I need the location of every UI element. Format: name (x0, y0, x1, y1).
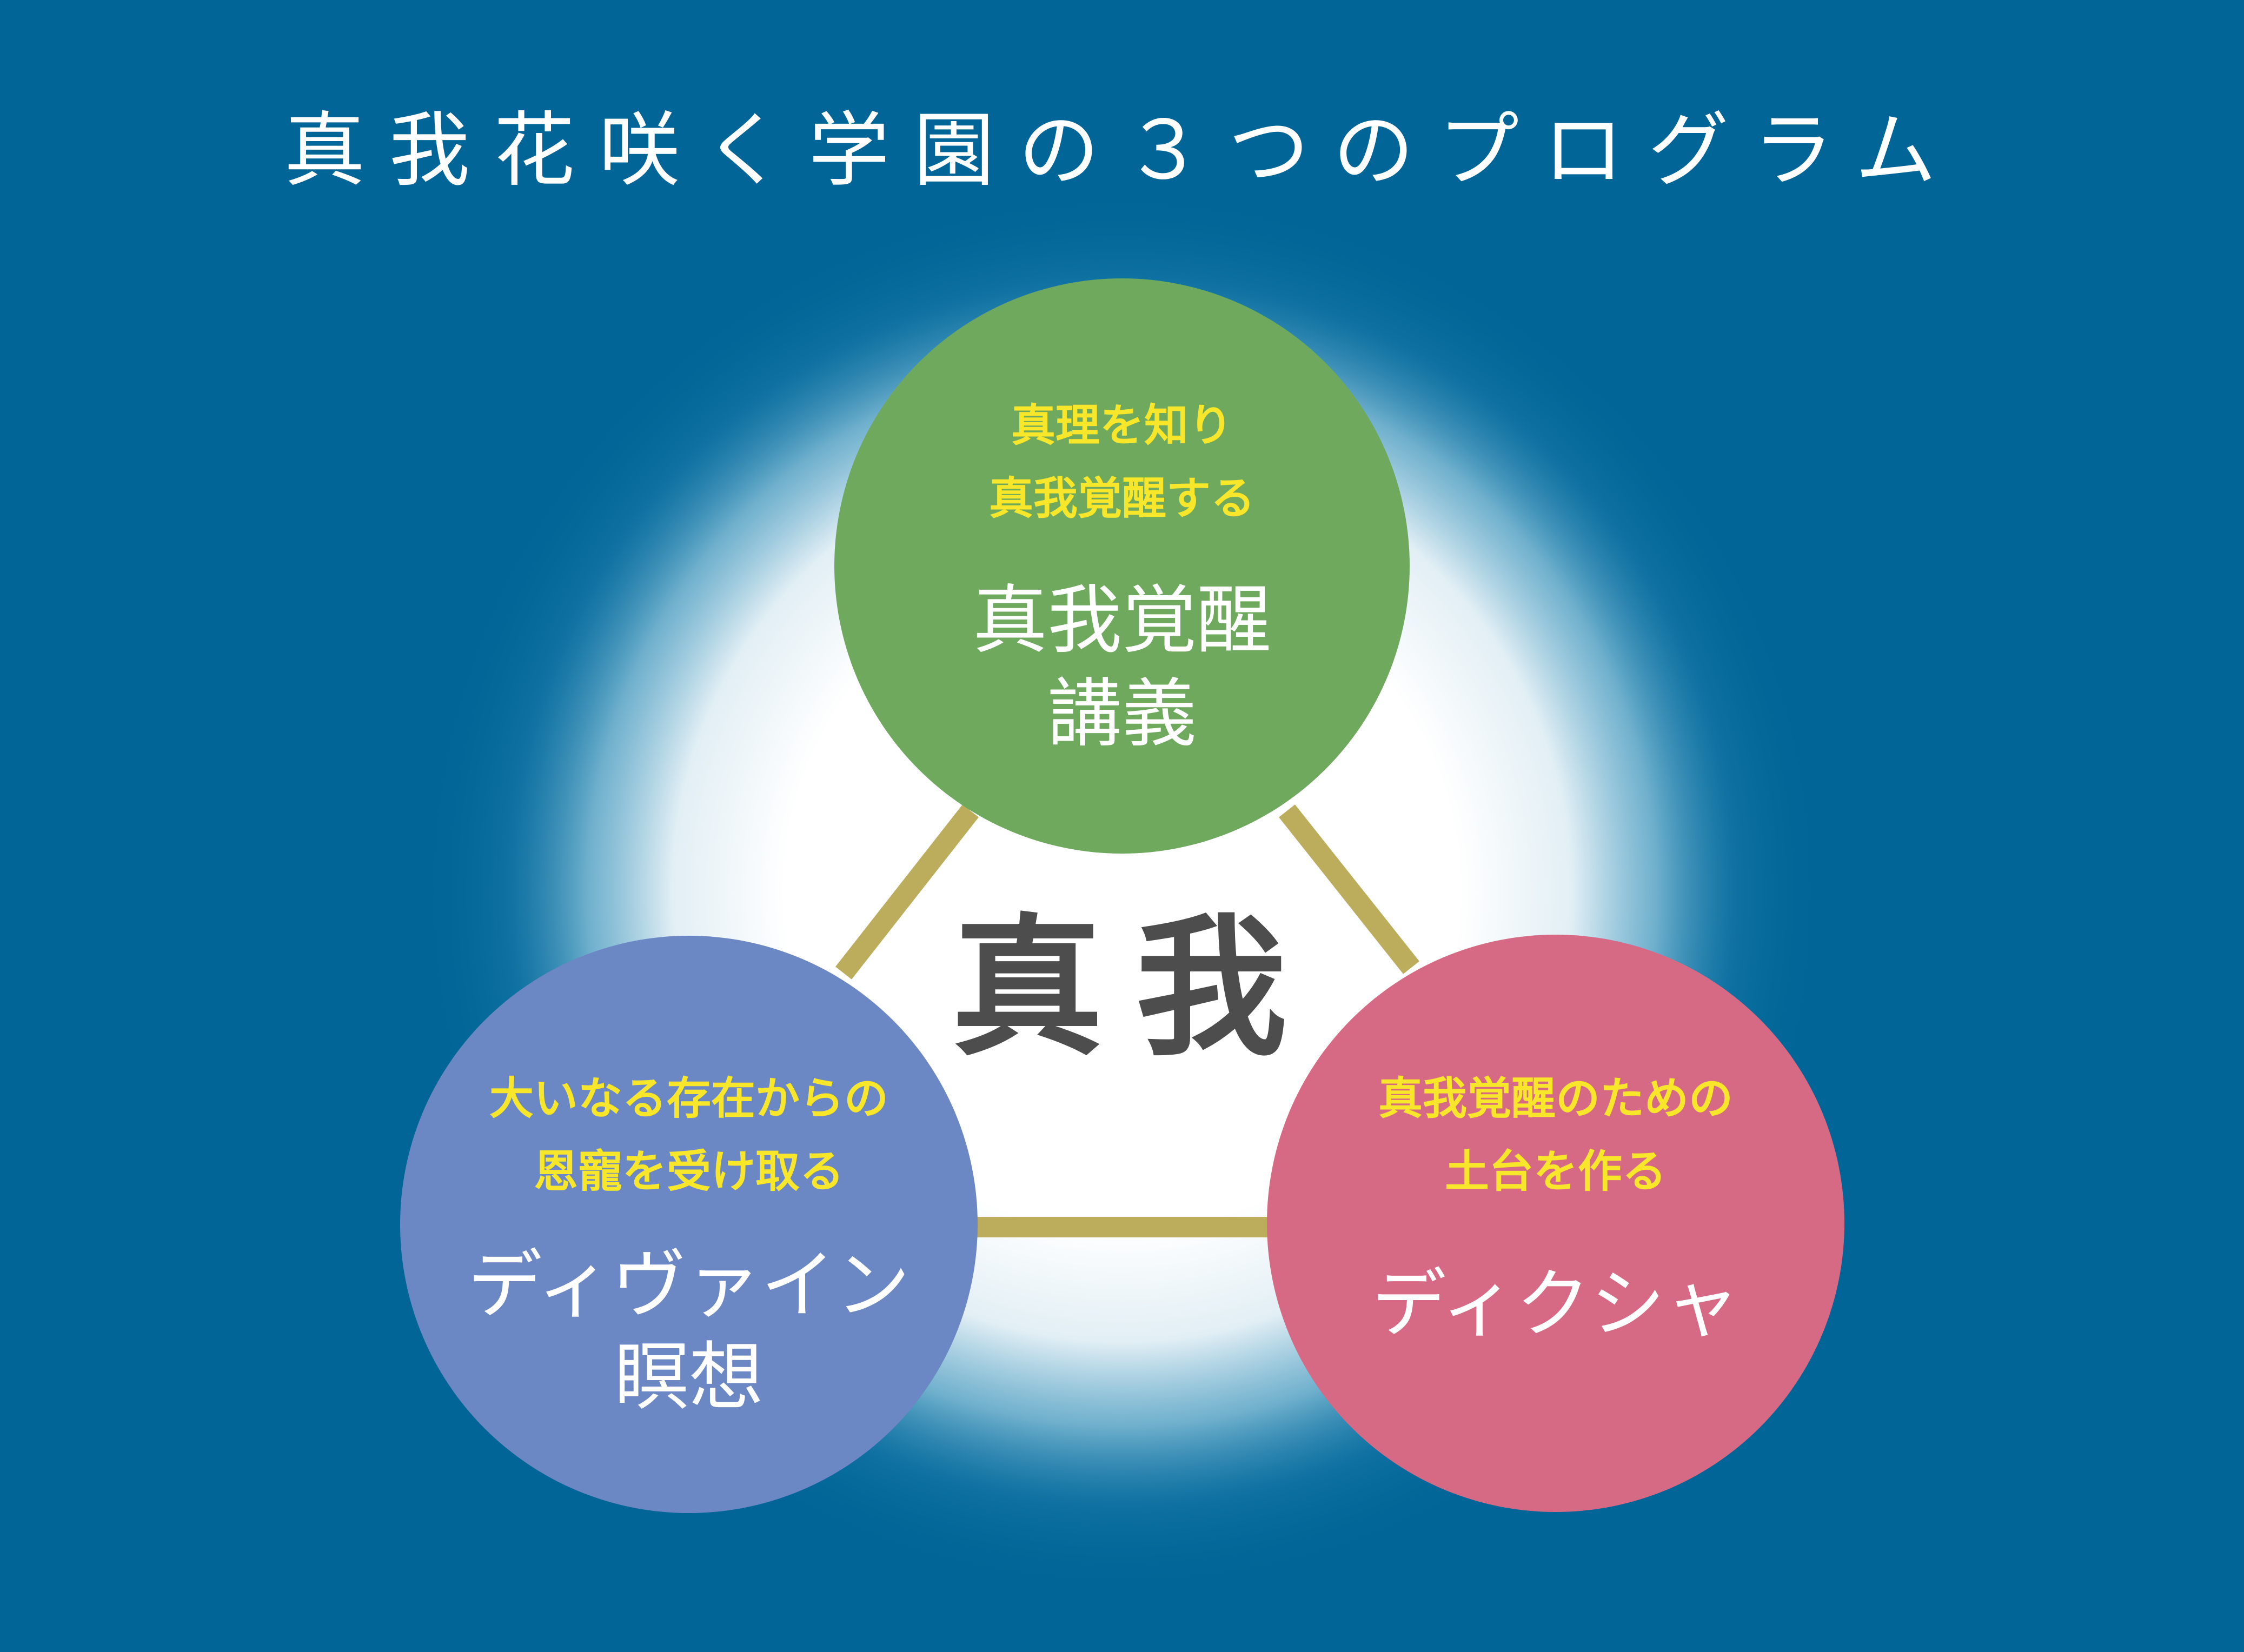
subtitle-line: 大いなる存在からの (489, 1073, 888, 1124)
circle-shape-top (834, 278, 1410, 854)
program-name-line: 瞑想 (614, 1334, 764, 1421)
subtitle-line: 恩寵を受け取る (534, 1146, 844, 1197)
program-name-line: 講義 (1047, 670, 1197, 757)
connector-top-right (1279, 804, 1419, 974)
page-title: 真我花咲く学園の３つのプログラム (284, 104, 1960, 198)
program-name-line: ディヴァイン (468, 1242, 910, 1329)
subtitle-line: 真理を知り (1011, 400, 1233, 451)
program-circle-right: 真我覚醒のための 土台を作る ディクシャ (1267, 935, 1844, 1512)
program-circle-left: 大いなる存在からの 恩寵を受け取る ディヴァイン 瞑想 (400, 936, 978, 1513)
program-name-line: 真我覚醒 (973, 577, 1271, 664)
circle-shape-right (1267, 935, 1844, 1512)
circle-shape-left (400, 936, 978, 1513)
subtitle-line: 真我覚醒する (989, 473, 1255, 524)
center-label: 真我 (952, 901, 1319, 1077)
connector-triangle (835, 804, 1419, 1237)
program-circle-top: 真理を知り 真我覚醒する 真我覚醒 講義 (834, 278, 1410, 854)
subtitle-line: 真我覚醒のための (1378, 1073, 1733, 1124)
connector-top-left (835, 804, 979, 980)
program-name-line: ディクシャ (1372, 1261, 1740, 1348)
subtitle-line: 土台を作る (1445, 1146, 1667, 1197)
